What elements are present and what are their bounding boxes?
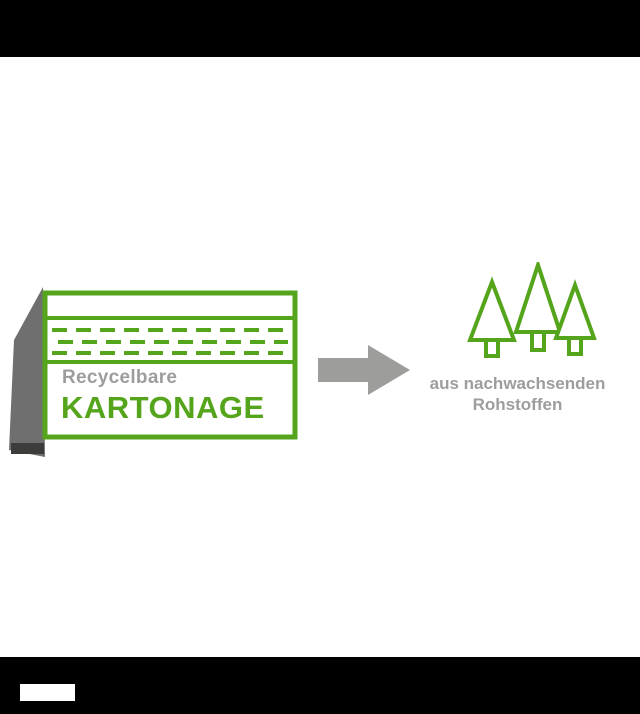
trees-caption: aus nachwachsenden Rohstoffen	[420, 373, 615, 415]
fir-trees-icon	[467, 262, 597, 358]
fir-tree-middle	[513, 262, 563, 352]
carton-label-top: Recycelbare	[62, 367, 178, 388]
fir-tree-right	[553, 279, 597, 356]
gray-panel-shape	[9, 287, 45, 457]
fir-tree-left	[467, 276, 517, 358]
trees-caption-line1: aus nachwachsenden	[429, 374, 606, 393]
top-black-bar	[0, 0, 640, 57]
content-area: Recycelbare KARTONAGE aus nachwachsenden	[0, 57, 640, 657]
cardboard-box-icon	[42, 290, 298, 440]
bottom-black-bar	[0, 657, 640, 714]
carton-label-main: KARTONAGE	[61, 390, 265, 425]
arrow-right-icon	[318, 345, 410, 395]
footer-logo-placeholder	[20, 684, 75, 701]
trees-caption-line2: Rohstoffen	[472, 395, 563, 414]
